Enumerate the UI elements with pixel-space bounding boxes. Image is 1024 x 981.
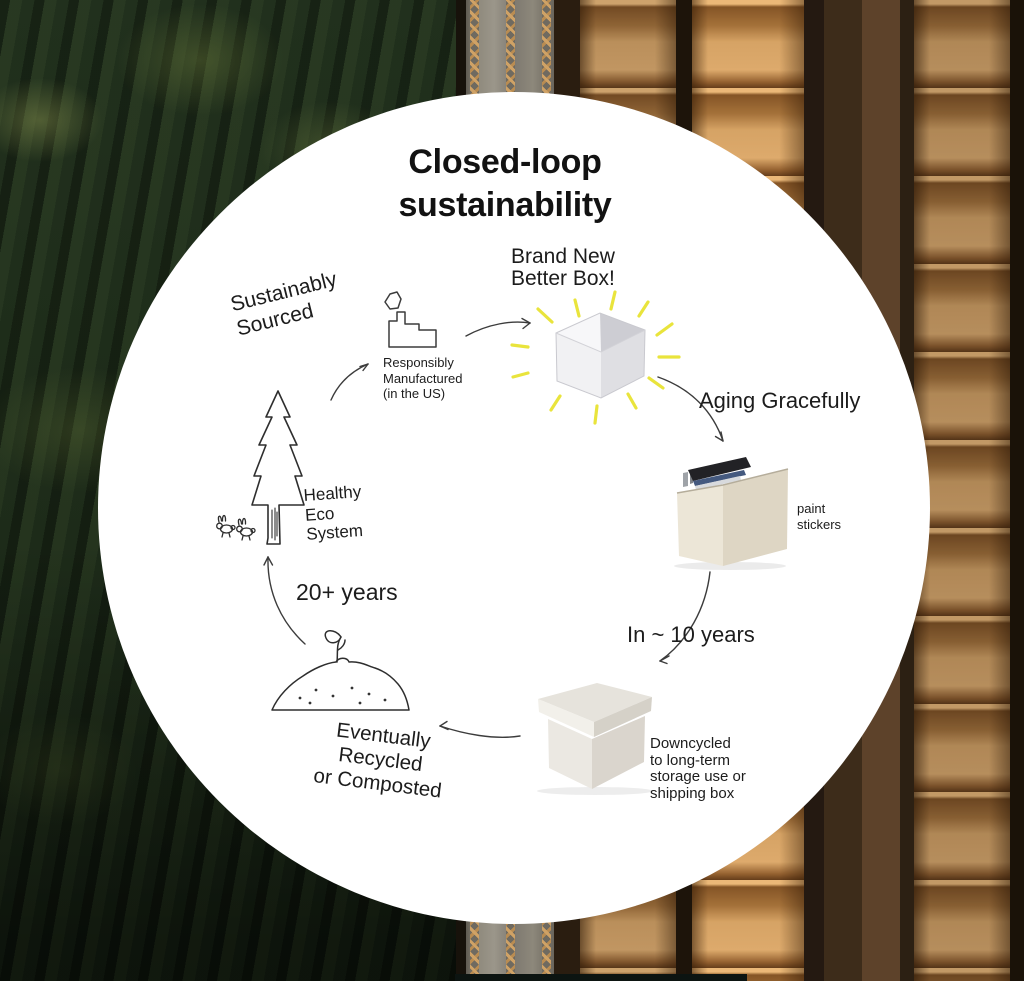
stage-label-brand-new: Brand New Better Box! [511, 245, 615, 290]
title-line-2: sustainability [398, 186, 612, 224]
title-line-1: Closed-loop [408, 143, 602, 181]
stage-label-20-years: 20+ years [296, 579, 398, 605]
stage-label-downcycled: Downcycled to long-term storage use or s… [650, 735, 746, 802]
annotation-paint-stickers: paint stickers [797, 501, 842, 532]
stage-label-healthy-ecosystem: Healthy Eco System [303, 481, 364, 544]
stage-label-in-10-years: In ~ 10 years [627, 622, 755, 647]
cardboard-dark-edge [1010, 0, 1024, 981]
floor-shadow-strip [455, 974, 747, 981]
stage-label-responsibly-manufactured: Responsibly Manufactured (in the US) [383, 355, 463, 401]
diagram-circle [98, 92, 930, 924]
honeycomb-column [914, 0, 1010, 981]
stage-label-aging-gracefully: Aging Gracefully [699, 388, 861, 413]
diagram-title: Closed-loop sustainability [355, 141, 655, 227]
